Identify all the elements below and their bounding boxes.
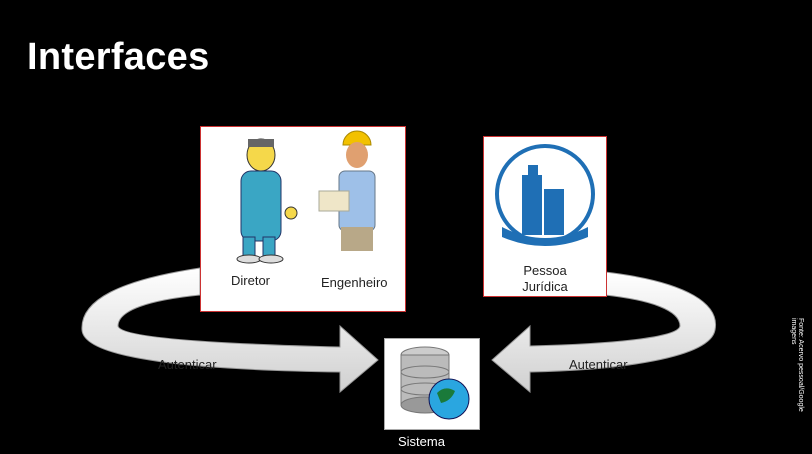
label-engenheiro: Engenheiro bbox=[321, 275, 388, 290]
right-arrow-band bbox=[491, 271, 717, 394]
database-box bbox=[384, 338, 480, 430]
legal-entity-card: Pessoa Jurídica bbox=[483, 136, 607, 297]
people-card: Diretor Engenheiro bbox=[200, 126, 406, 312]
right-arrow-label: Autenticar bbox=[569, 357, 628, 372]
engenheiro-figure bbox=[318, 130, 376, 251]
slide-title: Interfaces bbox=[27, 36, 210, 78]
building-icon bbox=[495, 144, 595, 246]
left-arrow-label: Autenticar bbox=[158, 357, 217, 372]
label-juridica: Jurídica bbox=[522, 279, 568, 294]
label-pessoa: Pessoa bbox=[523, 263, 567, 278]
globe-icon bbox=[428, 378, 470, 420]
sistema-label: Sistema bbox=[398, 434, 445, 449]
label-diretor: Diretor bbox=[231, 273, 271, 288]
left-arrow-band bbox=[81, 267, 379, 394]
image-credit: Fonte: Acervo pessoal/Google imagens bbox=[790, 318, 804, 412]
diretor-figure bbox=[236, 138, 298, 264]
